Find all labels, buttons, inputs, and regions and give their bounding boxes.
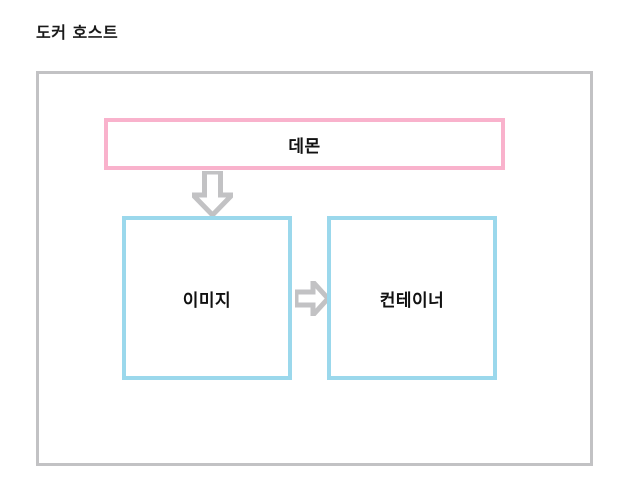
image-node-label: 이미지 — [182, 290, 232, 311]
arrow-down-icon — [192, 171, 233, 216]
daemon-node-label: 데몬 — [288, 136, 321, 157]
daemon-node: 데몬 — [104, 118, 505, 170]
container-node: 컨테이너 — [327, 216, 497, 380]
arrow-right-icon — [295, 281, 329, 316]
page-title: 도커 호스트 — [36, 23, 119, 42]
container-node-label: 컨테이너 — [379, 290, 445, 311]
image-node: 이미지 — [122, 216, 292, 380]
